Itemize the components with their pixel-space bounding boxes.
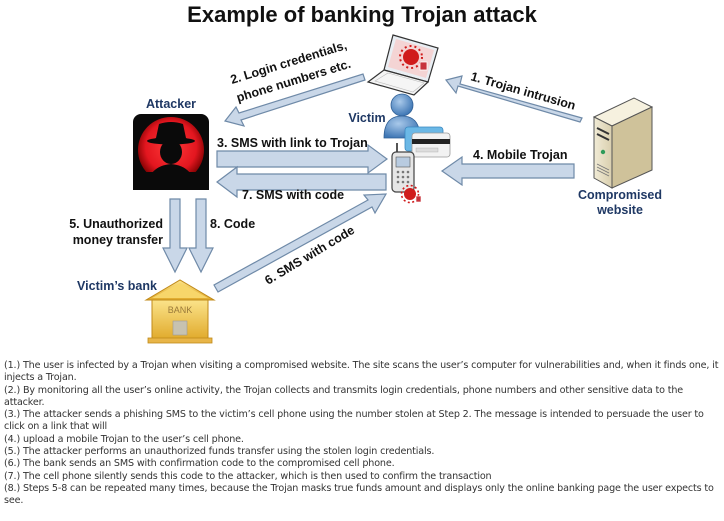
arrow-step-5 bbox=[162, 198, 188, 274]
note-step-6: (6.) The bank sends an SMS with confirma… bbox=[4, 458, 395, 470]
note-step-4: (4.) upload a mobile Trojan to the user’… bbox=[4, 433, 244, 445]
attacker-label: Attacker bbox=[146, 97, 196, 111]
note-step-5: (5.) The attacker performs an unauthoriz… bbox=[4, 446, 435, 458]
step-8-label: 8. Code bbox=[210, 217, 255, 231]
step-5-label-line2: money transfer bbox=[73, 233, 163, 247]
infected-laptop-icon bbox=[366, 34, 439, 96]
credit-cards-icon bbox=[404, 126, 451, 158]
attack-diagram: BANK Attacker Victim Compromised website… bbox=[69, 34, 662, 344]
step-7-label: 7. SMS with code bbox=[242, 188, 344, 202]
note-step-2: (2.) By monitoring all the user’s online… bbox=[4, 384, 684, 408]
server-icon bbox=[592, 97, 654, 189]
arrow-step-1 bbox=[444, 75, 583, 123]
step-3-label: 3. SMS with link to Trojan bbox=[217, 136, 368, 150]
note-step-7: (7.) The cell phone silently sends this … bbox=[4, 470, 492, 482]
diagram-title: Example of banking Trojan attack bbox=[187, 2, 537, 27]
note-step-1: (1.) The user is infected by a Trojan wh… bbox=[4, 360, 719, 384]
compromised-website-label-line2: website bbox=[596, 203, 643, 217]
step-5-label-line1: 5. Unauthorized bbox=[69, 217, 163, 231]
arrow-step-3 bbox=[216, 143, 389, 175]
step-4-label: 4. Mobile Trojan bbox=[473, 148, 567, 162]
attacker-hacker-icon bbox=[133, 114, 209, 190]
note-step-8: (8.) Steps 5-8 can be repeated many time… bbox=[4, 482, 714, 507]
bank-sign-text: BANK bbox=[168, 305, 193, 315]
note-step-3: (3.) The attacker sends a phishing SMS t… bbox=[4, 409, 704, 433]
arrow-step-6 bbox=[213, 193, 388, 293]
arrow-step-4 bbox=[440, 155, 575, 187]
compromised-website-label-line1: Compromised bbox=[578, 188, 662, 202]
arrow-step-7 bbox=[216, 165, 387, 199]
bank-building-icon: BANK bbox=[144, 279, 216, 344]
victims-bank-label: Victim’s bank bbox=[77, 279, 157, 293]
arrow-step-2 bbox=[223, 73, 366, 127]
arrow-step-8 bbox=[188, 198, 214, 274]
step-descriptions: (1.) The user is infected by a Trojan wh… bbox=[4, 360, 722, 508]
infected-phone-icon bbox=[391, 143, 422, 204]
victim-label: Victim bbox=[348, 111, 385, 125]
